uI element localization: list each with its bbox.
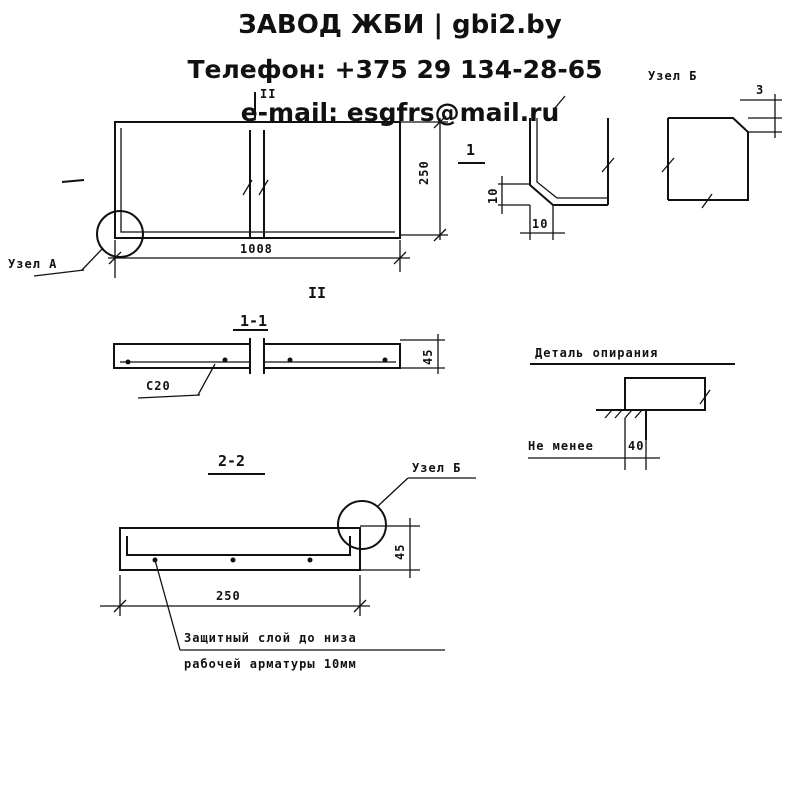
dimension-tick [433,228,447,242]
support-detail-title: Деталь опирания [535,346,658,360]
hatch [604,409,613,419]
plan-break-tick [258,179,269,196]
section-1-1: 1-1 45 С20 [113,312,445,399]
break-tick [554,95,566,109]
node-a-circle [96,210,144,258]
node-a-inner-edge [536,118,608,199]
hatch [614,409,623,419]
node-a-outer-edge [529,118,608,206]
plan-outline [114,121,401,239]
break-tick [701,193,713,209]
node-b-top-label: Узел Б [648,69,697,83]
rebar-dot [230,557,236,563]
callout-shelf [137,394,201,399]
section-2-2-dim-height: 45 [393,544,407,560]
page-title: ЗАВОД ЖБИ | gbi2.by [238,10,562,40]
note-line-2: рабочей арматуры 10мм [184,657,357,671]
node-b-detail: Узел Б 3 [648,69,782,209]
note-line-1: Защитный слой до низа [184,631,357,645]
node-a-dim-horizontal: 10 [532,217,548,231]
node-a-dim-vertical: 10 [486,188,500,204]
break-tick [601,157,615,173]
section-1-1-break-gap [250,338,264,374]
length-dimension-label: 1008 [240,242,273,256]
dimension-tick [433,115,447,129]
section-2-2-rebar [126,536,351,556]
support-detail: Деталь опирания Не менее 40 [528,346,735,470]
section-1-mark-left [61,179,85,183]
rebar-dot [307,557,313,563]
hatch [634,409,643,419]
plan-break-tick [242,179,253,196]
node-a-detail: 10 10 [486,95,615,240]
node-a-label: Узел А [8,257,57,271]
section-1-1-dim-height: 45 [421,349,435,365]
node-a-leader [81,247,104,271]
section-2-2-title: 2-2 [218,452,245,470]
support-dim: 40 [628,439,644,453]
break-tick [699,389,711,405]
dimension-tick [393,251,407,265]
node-b-circle [337,500,387,550]
dimension-tick [113,599,127,613]
hatch [624,409,633,419]
rebar-dot [287,357,293,363]
node-a-leader-shelf [33,269,85,277]
node-b-leader [377,477,409,507]
section-2-mark-top-label: II [260,87,276,101]
node-b-dim: 3 [756,83,764,97]
rebar-dot [125,359,131,365]
section-2-2-dim-width: 250 [216,589,241,603]
plan-inner-edge [120,128,395,233]
note-leader [154,559,181,651]
support-not-less-label: Не менее [528,439,594,453]
section-1-mark-label: 1 [466,141,475,159]
section-1-1-title: 1-1 [240,312,267,330]
rebar-dot [222,357,228,363]
break-tick [661,157,675,173]
section-2-mark-bottom-label: II [308,284,326,302]
plan-view: II II 1008 250 1 Узел А [8,87,485,302]
phone-number: Телефон: +375 29 134-28-65 [187,55,603,84]
dimension-tick [108,251,122,265]
node-b-label: Узел Б [412,461,461,475]
callout-leader [197,363,216,396]
rebar-dot [382,357,388,363]
dimension-tick [353,599,367,613]
support-slab [624,377,706,411]
section-1-1-callout: С20 [146,379,171,393]
section-2-2: 2-2 Узел Б 45 250 Защитный слой до низа … [100,452,476,671]
width-dimension-label: 250 [417,160,431,185]
node-b-outline [668,117,749,201]
